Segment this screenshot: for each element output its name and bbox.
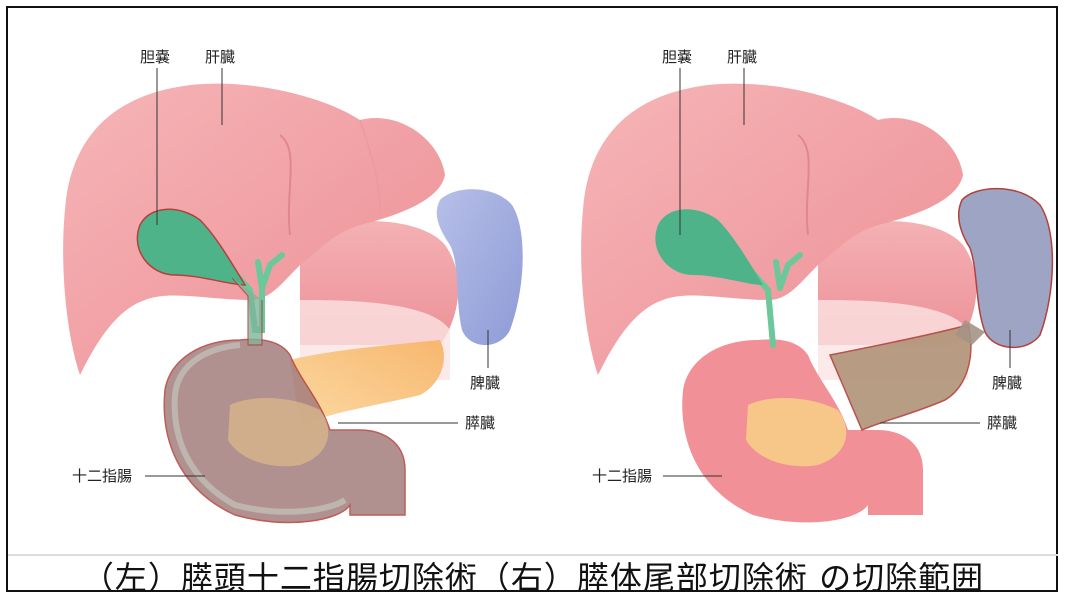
label-gallbladder-left: 胆嚢 (140, 48, 170, 66)
caption-divider (8, 554, 1058, 556)
resection-diagram: 胆嚢 肝臓 脾臓 膵臓 十二指腸 胆嚢 肝臓 脾臓 膵臓 十二指腸 (0, 0, 1066, 552)
label-duodenum-left: 十二指腸 (72, 467, 132, 485)
figure-caption: （左）膵頭十二指腸切除術（右）膵体尾部切除術 の切除範囲 (0, 558, 1066, 598)
label-spleen-left: 脾臓 (470, 374, 500, 392)
label-liver-right: 肝臓 (727, 48, 757, 66)
right-panel: 胆嚢 肝臓 脾臓 膵臓 十二指腸 (581, 48, 1052, 522)
label-gallbladder-right: 胆嚢 (662, 48, 692, 66)
label-spleen-right: 脾臓 (992, 374, 1022, 392)
label-pancreas-left: 膵臓 (465, 414, 495, 432)
label-liver-left: 肝臓 (205, 48, 235, 66)
left-panel: 胆嚢 肝臓 脾臓 膵臓 十二指腸 (63, 48, 523, 522)
label-pancreas-right: 膵臓 (987, 414, 1017, 432)
label-duodenum-right: 十二指腸 (592, 467, 652, 485)
